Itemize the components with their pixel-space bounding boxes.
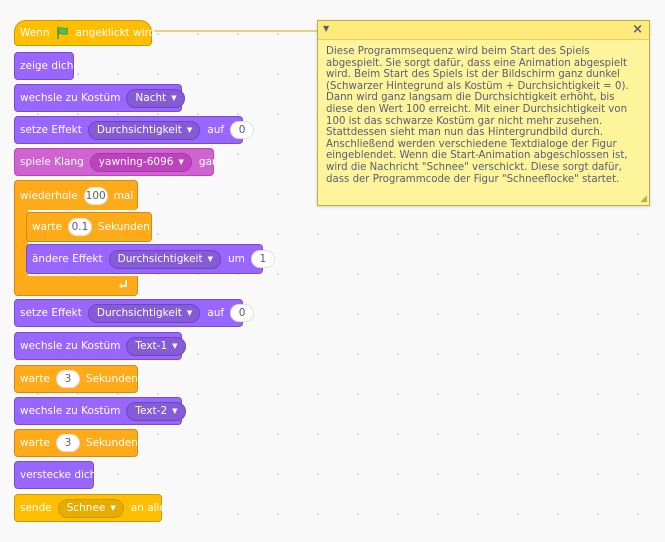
- set-effect-label: setze Effekt: [20, 124, 82, 136]
- hide-block[interactable]: verstecke dich: [14, 461, 97, 489]
- effect-dropdown[interactable]: Durchsichtigkeit ▼: [108, 249, 221, 269]
- wait-unit-label: Sekunden: [85, 373, 138, 385]
- chevron-down-icon: ▼: [207, 255, 213, 263]
- effect-value: Durchsichtigkeit: [117, 253, 203, 265]
- show-block[interactable]: zeige dich: [14, 52, 74, 80]
- costume-dropdown[interactable]: Nacht ▼: [126, 88, 185, 108]
- hide-label: verstecke dich: [20, 469, 97, 481]
- resize-handle-icon[interactable]: ◢: [640, 194, 647, 204]
- play-sound-until-done-block[interactable]: spiele Klang yawning-6096 ▼ ganz: [14, 148, 224, 176]
- effect-value-input[interactable]: 0: [230, 304, 255, 322]
- repeat-block[interactable]: wiederhole 100 mal: [14, 180, 138, 210]
- repeat-label: wiederhole: [20, 189, 78, 202]
- wait-unit-label: Sekunden: [97, 221, 150, 233]
- chevron-down-icon: ▼: [172, 407, 178, 415]
- set-effect-block-1[interactable]: setze Effekt Durchsichtigkeit ▼ auf 0: [14, 116, 255, 144]
- script-comment[interactable]: ▼ × Diese Programmsequenz wird beim Star…: [317, 20, 650, 206]
- message-value: Schnee: [66, 502, 106, 514]
- wait-block-1[interactable]: warte 0.1 Sekunden: [26, 212, 152, 242]
- chevron-down-icon: ▼: [172, 342, 178, 350]
- change-effect-value-input[interactable]: 1: [250, 250, 275, 268]
- switch-costume-block-2[interactable]: wechsle zu Kostüm Text-1 ▼: [14, 332, 186, 360]
- repeat-block-arm: [14, 209, 28, 277]
- repeat-block-bottom: [14, 276, 138, 296]
- wait-label: warte: [32, 221, 62, 233]
- change-effect-label: ändere Effekt: [32, 253, 103, 265]
- play-sound-label: spiele Klang: [20, 156, 84, 168]
- comment-text[interactable]: Diese Programmsequenz wird beim Start de…: [326, 46, 629, 185]
- wait-label: warte: [20, 373, 50, 385]
- sound-value: yawning-6096: [98, 156, 174, 168]
- wait-block-3[interactable]: warte 3 Sekunden: [14, 429, 138, 457]
- change-effect-block[interactable]: ändere Effekt Durchsichtigkeit ▼ um 1: [26, 244, 275, 274]
- costume-dropdown[interactable]: Text-2 ▼: [126, 401, 186, 421]
- effect-value-input[interactable]: 0: [230, 121, 255, 139]
- repeat-count-input[interactable]: 100: [83, 186, 108, 205]
- repeat-times-label: mal: [113, 189, 134, 202]
- switch-costume-label: wechsle zu Kostüm: [20, 92, 121, 104]
- comment-header[interactable]: ▼ ×: [318, 21, 649, 40]
- wait-unit-label: Sekunden: [85, 437, 138, 449]
- sound-dropdown[interactable]: yawning-6096 ▼: [89, 152, 192, 172]
- wait-seconds-input[interactable]: 3: [55, 370, 80, 388]
- collapse-caret-icon[interactable]: ▼: [323, 24, 330, 33]
- chevron-down-icon: ▼: [186, 126, 193, 134]
- set-effect-to-label: auf: [207, 307, 225, 319]
- costume-value: Text-2: [135, 405, 168, 417]
- wait-seconds-input[interactable]: 0.1: [67, 218, 92, 236]
- green-flag-icon: [56, 26, 70, 40]
- change-effect-by-label: um: [228, 253, 245, 265]
- effect-value: Durchsichtigkeit: [96, 124, 182, 136]
- close-icon[interactable]: ×: [632, 22, 643, 37]
- effect-dropdown[interactable]: Durchsichtigkeit ▼: [87, 120, 201, 140]
- costume-value: Text-1: [135, 340, 168, 352]
- broadcast-block[interactable]: sende Schnee ▼ an alle: [14, 494, 166, 522]
- set-effect-label: setze Effekt: [20, 307, 82, 319]
- costume-dropdown[interactable]: Text-1 ▼: [126, 336, 186, 356]
- chevron-down-icon: ▼: [178, 158, 184, 166]
- chevron-down-icon: ▼: [110, 504, 116, 512]
- wait-seconds-input[interactable]: 3: [55, 434, 80, 452]
- set-effect-block-2[interactable]: setze Effekt Durchsichtigkeit ▼ auf 0: [14, 299, 255, 327]
- switch-costume-block-1[interactable]: wechsle zu Kostüm Nacht ▼: [14, 84, 185, 112]
- broadcast-label: sende: [20, 502, 52, 514]
- loop-arrow-icon: [117, 276, 129, 295]
- play-sound-until-label: ganz: [198, 156, 225, 168]
- set-effect-to-label: auf: [207, 124, 225, 136]
- effect-dropdown[interactable]: Durchsichtigkeit ▼: [87, 303, 201, 323]
- chevron-down-icon: ▼: [186, 309, 193, 317]
- switch-costume-label: wechsle zu Kostüm: [20, 405, 121, 417]
- switch-costume-block-3[interactable]: wechsle zu Kostüm Text-2 ▼: [14, 397, 186, 425]
- wait-label: warte: [20, 437, 50, 449]
- wait-block-2[interactable]: warte 3 Sekunden: [14, 365, 138, 393]
- broadcast-to-label: an alle: [130, 502, 166, 514]
- chevron-down-icon: ▼: [171, 94, 177, 102]
- hat-label-after: angeklickt wird: [75, 27, 156, 39]
- message-dropdown[interactable]: Schnee ▼: [57, 498, 124, 518]
- hat-label-before: Wenn: [20, 27, 50, 39]
- costume-value: Nacht: [135, 92, 167, 104]
- when-flag-clicked-block[interactable]: Wenn angeklickt wird: [14, 20, 155, 46]
- effect-value: Durchsichtigkeit: [96, 307, 182, 319]
- switch-costume-label: wechsle zu Kostüm: [20, 340, 121, 352]
- show-label: zeige dich: [20, 60, 74, 72]
